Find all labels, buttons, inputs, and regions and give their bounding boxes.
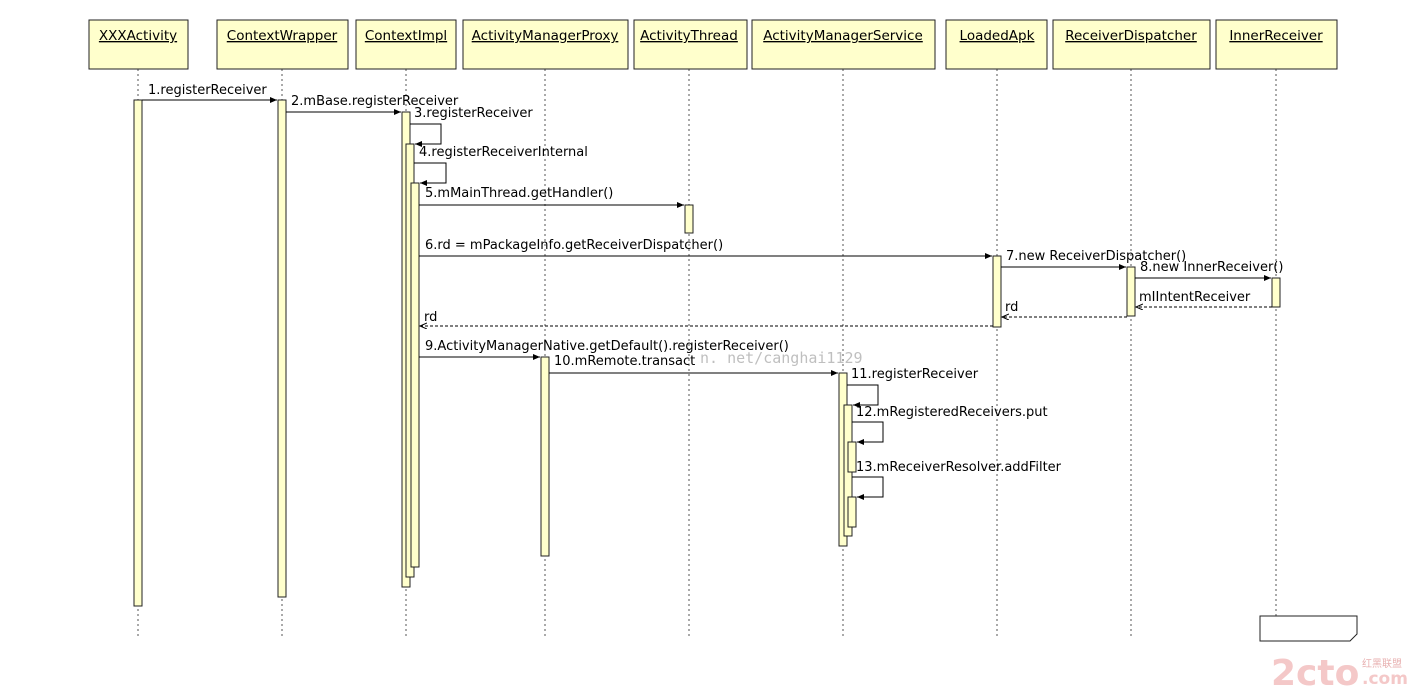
- participant-box-contextwrapper: [216, 19, 349, 70]
- participant-box-activitymanagerservice: [751, 19, 936, 70]
- activation-activitythread: [684, 204, 694, 234]
- participant-box-loadedapk: [945, 19, 1048, 70]
- logo-cn-text: 红黑联盟: [1362, 657, 1402, 670]
- activation-contextwrapper: [277, 99, 287, 598]
- site-logo: 2cto .com 红黑联盟: [1271, 653, 1408, 694]
- participant-activitymanagerproxy: ActivityManagerProxy: [472, 28, 619, 44]
- message-label-9: 9.ActivityManagerNative.getDefault().reg…: [425, 339, 789, 354]
- return-label-miintentreceiver: mIIntentReceiver: [1139, 290, 1251, 305]
- return-label-rd-1: rd: [1005, 300, 1018, 315]
- message-label-11: 11.registerReceiver: [851, 367, 979, 382]
- message-label-2: 2.mBase.registerReceiver: [291, 94, 459, 109]
- participant-receiverdispatcher: ReceiverDispatcher: [1065, 28, 1197, 44]
- participant-loadedapk: LoadedApk: [960, 28, 1035, 44]
- logo-main-text: 2cto: [1271, 653, 1359, 694]
- participant-innerreceiver: InnerReceiver: [1229, 28, 1323, 44]
- activation-activitymanagerproxy: [540, 356, 550, 557]
- messages: 1.registerReceiver 2.mBase.registerRecei…: [142, 83, 1283, 500]
- message-arrow-4: [414, 162, 447, 186]
- message-label-13: 13.mReceiverResolver.addFilter: [856, 460, 1062, 475]
- message-label-1: 1.registerReceiver: [148, 83, 267, 98]
- message-label-8: 8.new InnerReceiver(): [1140, 260, 1283, 275]
- message-label-5: 5.mMainThread.getHandler(): [425, 186, 613, 201]
- participant-contextwrapper: ContextWrapper: [227, 28, 338, 44]
- return-label-rd-2: rd: [424, 310, 437, 325]
- participant-contextimpl: ContextImpl: [365, 28, 447, 44]
- activation-ams-4: [847, 496, 857, 528]
- activation-contextimpl-3: [410, 182, 420, 568]
- message-label-3: 3.registerReceiver: [414, 106, 533, 121]
- watermark: n. net/canghai1129: [700, 349, 863, 367]
- message-label-10: 10.mRemote.transact: [554, 354, 695, 369]
- message-label-12: 12.mRegisteredReceivers.put: [856, 405, 1048, 420]
- participant-box-xxxactivity: [88, 19, 189, 70]
- participant-activitythread: ActivityThread: [640, 28, 738, 44]
- note-box: [1259, 615, 1358, 642]
- activation-loadedapk: [992, 255, 1002, 328]
- message-arrow-12: [852, 421, 884, 445]
- message-arrow-3: [410, 123, 442, 147]
- activation-ams-3: [847, 441, 857, 473]
- participant-box-activitymanagerproxy: [462, 19, 629, 70]
- message-arrow-11: [847, 384, 879, 408]
- activation-receiverdispatcher: [1126, 266, 1136, 317]
- participant-box-activitythread: [633, 19, 748, 70]
- participant-box-contextimpl: [355, 19, 457, 70]
- participant-box-innerreceiver: [1215, 19, 1338, 70]
- participant-headers: XXXActivity ContextWrapper ContextImpl A…: [88, 19, 1338, 70]
- participant-box-receiverdispatcher: [1052, 19, 1211, 70]
- activation-bars: [133, 99, 1281, 607]
- message-label-4: 4.registerReceiverInternal: [419, 145, 588, 160]
- participant-activitymanagerservice: ActivityManagerService: [763, 28, 923, 44]
- message-label-6: 6.rd = mPackageInfo.getReceiverDispatche…: [425, 238, 723, 253]
- message-arrow-13: [852, 476, 884, 500]
- message-label-7: 7.new ReceiverDispatcher(): [1006, 249, 1186, 264]
- activation-innerreceiver: [1271, 277, 1281, 308]
- activation-xxxactivity: [133, 99, 143, 607]
- logo-suffix-text: .com: [1362, 669, 1408, 689]
- participant-xxxactivity: XXXActivity: [99, 28, 177, 44]
